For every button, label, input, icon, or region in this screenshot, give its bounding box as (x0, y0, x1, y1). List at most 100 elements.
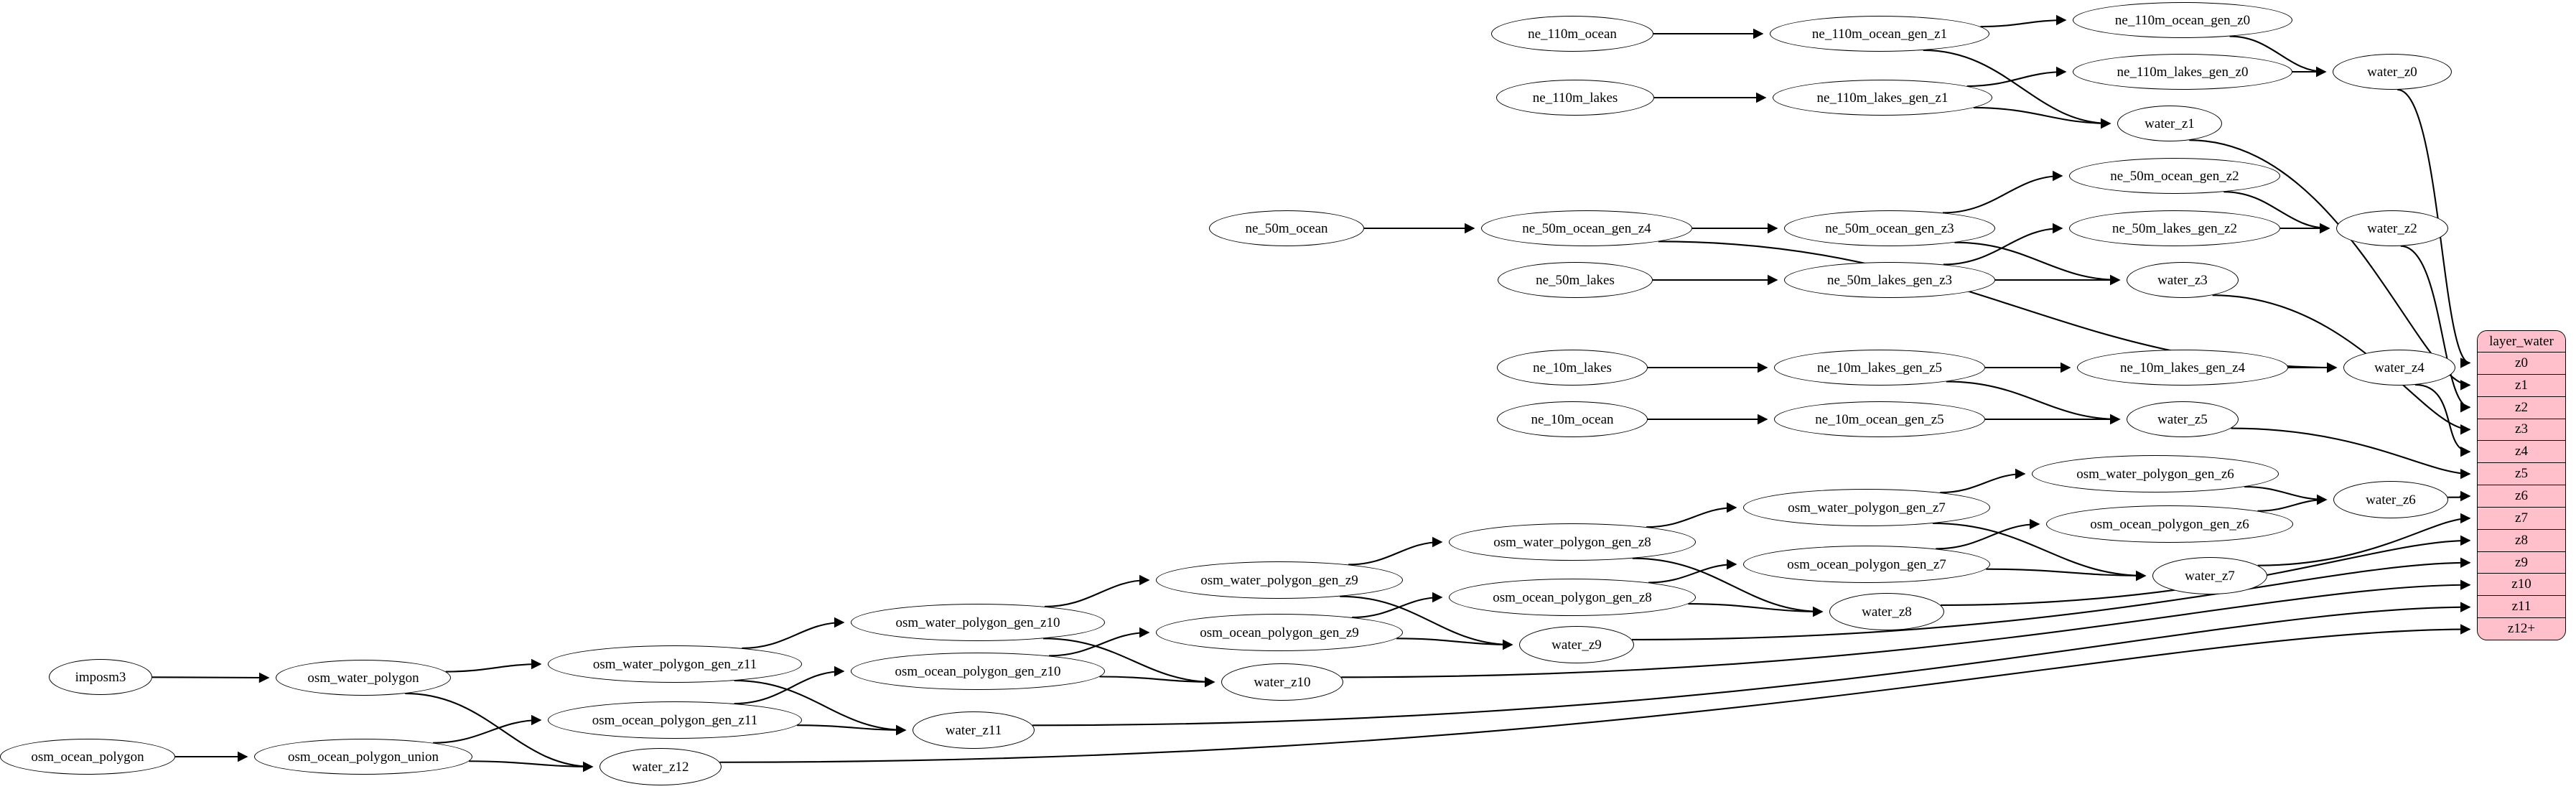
node-label: osm_ocean_polygon_gen_z10 (895, 663, 1061, 679)
graph-edge (1986, 568, 2147, 582)
graph-node-water_z10[interactable]: water_z10 (1221, 663, 1343, 701)
node-label: ne_50m_lakes_gen_z3 (1826, 272, 1953, 288)
table-row-z6[interactable]: z6 (2478, 485, 2565, 508)
graph-edge (2244, 485, 2328, 505)
graph-node-osm_water_polygon[interactable]: osm_water_polygon (276, 660, 451, 696)
node-label: ne_50m_lakes_gen_z2 (2111, 220, 2238, 236)
table-row-z8[interactable]: z8 (2478, 529, 2565, 552)
graph-node-ne_50m_lakes[interactable]: ne_50m_lakes (1498, 262, 1653, 298)
node-label: water_z11 (945, 722, 1002, 738)
graph-node-water_z11[interactable]: water_z11 (913, 711, 1035, 749)
node-label: osm_water_polygon_gen_z11 (592, 656, 757, 672)
table-row-z11[interactable]: z11 (2478, 596, 2565, 619)
graph-edge (1044, 574, 1150, 607)
graph-edge (1940, 468, 2026, 494)
graph-edge (1348, 536, 1443, 566)
graph-node-water_z7[interactable]: water_z7 (2152, 557, 2267, 594)
node-label: ne_110m_ocean_gen_z1 (1811, 26, 1948, 42)
graph-node-water_z4[interactable]: water_z4 (2343, 350, 2455, 386)
graph-node-water_z2[interactable]: water_z2 (2336, 210, 2448, 246)
graph-node-ne_50m_lakes_gen_z3[interactable]: ne_50m_lakes_gen_z3 (1784, 262, 1995, 298)
table-row-z1[interactable]: z1 (2478, 374, 2565, 397)
graph-node-osm_water_polygon_gen_z9[interactable]: osm_water_polygon_gen_z9 (1156, 561, 1403, 599)
graph-edge (1980, 14, 2067, 28)
node-label: water_z6 (2366, 492, 2416, 508)
node-label: osm_water_polygon_gen_z10 (895, 615, 1060, 630)
graph-node-water_z12[interactable]: water_z12 (599, 748, 722, 785)
node-label: osm_water_polygon_gen_z9 (1200, 572, 1358, 588)
table-row-z3[interactable]: z3 (2478, 419, 2565, 442)
node-label: ne_50m_ocean_gen_z3 (1825, 220, 1954, 236)
graph-node-ne_50m_lakes_gen_z2[interactable]: ne_50m_lakes_gen_z2 (2069, 210, 2280, 246)
graph-node-ne_50m_ocean_gen_z4[interactable]: ne_50m_ocean_gen_z4 (1481, 210, 1692, 246)
graph-edge (1966, 66, 2067, 88)
graph-edge (1973, 106, 2111, 129)
table-row-z0[interactable]: z0 (2478, 353, 2565, 375)
table-row-z5[interactable]: z5 (2478, 463, 2565, 486)
graph-node-osm_water_polygon_gen_z10[interactable]: osm_water_polygon_gen_z10 (851, 604, 1105, 641)
graph-edge (797, 724, 907, 736)
graph-node-osm_ocean_polygon_union[interactable]: osm_ocean_polygon_union (254, 739, 472, 775)
graph-edge (1658, 241, 2338, 373)
graph-node-water_z3[interactable]: water_z3 (2127, 262, 2239, 298)
table-row-z2[interactable]: z2 (2478, 396, 2565, 419)
node-label: water_z4 (2374, 360, 2425, 375)
graph-edge (1632, 557, 2471, 641)
graph-edge (1352, 592, 1443, 619)
node-label: ne_110m_lakes_gen_z1 (1816, 90, 1949, 106)
node-label: ne_10m_lakes_gen_z4 (2119, 360, 2246, 375)
graph-node-imposm3[interactable]: imposm3 (49, 659, 152, 695)
graph-node-water_z0[interactable]: water_z0 (2333, 54, 2452, 90)
graph-node-osm_water_polygon_gen_z8[interactable]: osm_water_polygon_gen_z8 (1449, 523, 1696, 561)
graph-node-osm_water_polygon_gen_z6[interactable]: osm_water_polygon_gen_z6 (2032, 455, 2279, 492)
node-label: water_z10 (1254, 674, 1311, 690)
node-label: ne_110m_lakes_gen_z0 (2117, 64, 2249, 80)
graph-node-ne_10m_ocean[interactable]: ne_10m_ocean (1497, 401, 1648, 437)
graph-node-osm_ocean_polygon_gen_z9[interactable]: osm_ocean_polygon_gen_z9 (1156, 614, 1403, 651)
graph-node-osm_water_polygon_gen_z11[interactable]: osm_water_polygon_gen_z11 (548, 645, 802, 683)
graph-node-ne_10m_lakes[interactable]: ne_10m_lakes (1497, 350, 1648, 386)
graph-node-water_z9[interactable]: water_z9 (1519, 626, 1634, 663)
graph-node-ne_10m_ocean_gen_z5[interactable]: ne_10m_ocean_gen_z5 (1774, 401, 1985, 437)
graph-node-ne_50m_ocean[interactable]: ne_50m_ocean (1209, 210, 1364, 246)
graph-node-osm_ocean_polygon_gen_z7[interactable]: osm_ocean_polygon_gen_z7 (1743, 546, 1990, 583)
graph-node-osm_ocean_polygon_gen_z6[interactable]: osm_ocean_polygon_gen_z6 (2046, 505, 2293, 543)
graph-node-ne_110m_lakes[interactable]: ne_110m_lakes (1496, 80, 1654, 116)
graph-node-water_z1[interactable]: water_z1 (2117, 106, 2222, 141)
node-label: water_z3 (2157, 272, 2208, 288)
graph-node-ne_10m_lakes_gen_z5[interactable]: ne_10m_lakes_gen_z5 (1774, 350, 1985, 386)
graph-node-ne_110m_lakes_gen_z1[interactable]: ne_110m_lakes_gen_z1 (1773, 80, 1992, 116)
node-label: imposm3 (75, 669, 126, 685)
graph-node-water_z6[interactable]: water_z6 (2333, 481, 2448, 518)
table-row-z4[interactable]: z4 (2478, 441, 2565, 464)
graph-node-ne_110m_ocean_gen_z1[interactable]: ne_110m_ocean_gen_z1 (1770, 16, 1989, 52)
node-label: osm_ocean_polygon_gen_z9 (1200, 625, 1359, 640)
node-label: osm_ocean_polygon_gen_z6 (2090, 516, 2249, 532)
graph-node-ne_110m_ocean_gen_z0[interactable]: ne_110m_ocean_gen_z0 (2073, 2, 2292, 38)
table-row-z12+[interactable]: z12+ (2478, 618, 2565, 640)
graph-node-osm_water_polygon_gen_z7[interactable]: osm_water_polygon_gen_z7 (1743, 489, 1990, 526)
graph-node-ne_50m_ocean_gen_z3[interactable]: ne_50m_ocean_gen_z3 (1784, 210, 1995, 246)
table-row-z9[interactable]: z9 (2478, 551, 2565, 574)
graph-node-ne_10m_lakes_gen_z4[interactable]: ne_10m_lakes_gen_z4 (2077, 350, 2288, 386)
graph-node-ne_50m_ocean_gen_z2[interactable]: ne_50m_ocean_gen_z2 (2069, 158, 2280, 194)
graph-node-ne_110m_ocean[interactable]: ne_110m_ocean (1491, 16, 1653, 52)
graph-node-water_z5[interactable]: water_z5 (2127, 401, 2239, 437)
graph-edge (151, 672, 270, 683)
graph-edge (1942, 170, 2063, 214)
graph-node-osm_ocean_polygon_gen_z11[interactable]: osm_ocean_polygon_gen_z11 (548, 701, 802, 739)
table-row-z10[interactable]: z10 (2478, 574, 2565, 597)
graph-node-osm_ocean_polygon[interactable]: osm_ocean_polygon (0, 739, 175, 775)
node-label: osm_ocean_polygon (31, 749, 144, 765)
graph-node-osm_ocean_polygon_gen_z8[interactable]: osm_ocean_polygon_gen_z8 (1449, 579, 1696, 616)
node-label: ne_10m_lakes_gen_z5 (1816, 360, 1943, 375)
graph-node-water_z8[interactable]: water_z8 (1829, 593, 1944, 630)
node-label: water_z0 (2367, 64, 2417, 80)
table-row-z7[interactable]: z7 (2478, 507, 2565, 530)
graph-edge (445, 658, 542, 673)
node-label: water_z5 (2157, 411, 2208, 427)
graph-node-ne_110m_lakes_gen_z0[interactable]: ne_110m_lakes_gen_z0 (2073, 54, 2292, 90)
graph-edge (432, 714, 542, 744)
graph-node-osm_ocean_polygon_gen_z10[interactable]: osm_ocean_polygon_gen_z10 (851, 653, 1105, 690)
